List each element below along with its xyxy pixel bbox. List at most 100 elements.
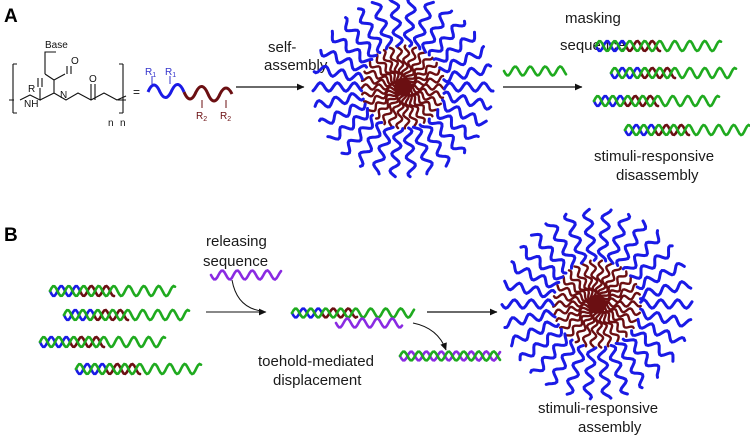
micelle-core-strand [362, 85, 400, 105]
micelle-corona-strand [596, 208, 613, 263]
micelle-corona-strand [503, 308, 557, 329]
micelle-corona-strand [544, 222, 577, 270]
duplex-hydrophobic-block [653, 123, 691, 137]
nh-label: NH [24, 99, 38, 110]
duplex-masking-strand [623, 123, 750, 137]
micelle-corona-strand [565, 344, 586, 396]
micelle-corona-strand [596, 345, 613, 400]
repeat-index-n2: n [120, 118, 126, 129]
strand-schematic [146, 76, 234, 108]
micelle-corona-strand [318, 102, 367, 125]
micelle-corona-strand [388, 0, 404, 48]
duplex-hydrophobic-block [622, 94, 660, 108]
micelle-corona-strand [621, 229, 661, 271]
micelle-core-strand [579, 262, 598, 303]
micelle-corona-strand [615, 219, 648, 267]
base-label: Base [45, 40, 68, 51]
micelle-core-strand [405, 74, 445, 90]
toehold-complex [290, 307, 416, 329]
micelle-core [394, 78, 412, 96]
micelle-corona-strand [519, 244, 565, 281]
micelle-corona-strand [510, 320, 560, 348]
duplex-hydrophobic-block [104, 362, 142, 376]
micelle-corona-strand [529, 332, 569, 374]
micelle-corona-strand [402, 0, 417, 48]
micelle-core-strand [594, 306, 605, 349]
micelle-corona-strand [427, 19, 467, 57]
micelle-corona-strand [518, 327, 564, 362]
r2-label-a: R2 [196, 111, 207, 123]
micelle-corona-strand [311, 81, 364, 93]
micelle-corona-strand [503, 279, 557, 299]
r2-bonds [201, 100, 227, 108]
micelle-core-strand [598, 266, 622, 304]
micelle-corona-strand [358, 121, 384, 168]
micelle-corona-strand [402, 126, 417, 179]
micelle-core-strand [598, 270, 628, 304]
oxygen-label-2: O [89, 74, 97, 85]
masked-duplexes [592, 39, 750, 137]
toehold-label-2: displacement [273, 372, 362, 389]
masking-strand-wave [502, 65, 568, 77]
micelle-corona-strand [326, 107, 370, 141]
micelle-corona-strand [330, 29, 374, 64]
duplex-hydrophobic-block [639, 66, 677, 80]
releasing-strand-wave [209, 269, 283, 282]
micelle-core-strand [367, 86, 400, 113]
micelle-core-strand [400, 90, 418, 129]
micelle-corona-strand [442, 81, 495, 93]
micelle-corona-strand [340, 113, 374, 156]
micelle-core-strand [375, 53, 404, 84]
micelle-corona-strand [614, 341, 645, 390]
micelle-corona-strand [582, 346, 598, 401]
micelle-core-strand [597, 262, 614, 303]
micelle-corona-strand [621, 337, 661, 379]
duplex-masking-strand [609, 66, 738, 80]
byproduct-releasing [398, 350, 502, 362]
self-assembly-label-1: self- [268, 39, 296, 56]
duplex-hydrophobic-block [92, 308, 130, 322]
disassembly-label-1: stimuli-responsive [594, 148, 714, 165]
micelle-corona-strand [529, 232, 568, 275]
micelle-core-strand [555, 302, 594, 322]
micelle-corona-strand [635, 261, 686, 291]
micelle-corona-strand [319, 48, 368, 72]
carbonyl [90, 84, 96, 100]
duplex-masking-strand [62, 308, 191, 322]
micelle-core-strand [368, 60, 403, 85]
micelle-core-strand [400, 89, 411, 130]
micelle-corona-strand [544, 338, 576, 386]
duplex-hydrophobic-block [624, 39, 662, 53]
micelle-corona-strand [442, 63, 493, 84]
byproduct-masking [398, 350, 502, 362]
micelle-corona-strand [313, 92, 365, 109]
micelle-corona-strand [357, 7, 383, 55]
hydrophilic-segment [146, 83, 186, 99]
micelle-corona-strand [436, 108, 480, 140]
r2-label-b: R2 [220, 111, 231, 123]
micelle-assembled [311, 0, 495, 179]
base-linker [44, 51, 56, 74]
stereo-wedge [37, 78, 43, 87]
micelle-corona-strand [432, 30, 477, 63]
micelle-corona-strand [639, 280, 693, 301]
byproduct-duplex [398, 350, 502, 362]
micelle-core-strand [388, 46, 404, 86]
n-label: N [60, 90, 67, 101]
disassembly-label-2: disassembly [616, 167, 699, 184]
right-bracket [119, 63, 124, 114]
micelle-core-strand [599, 301, 641, 317]
micelle-corona-strand [636, 317, 687, 344]
micelle-core-strand [598, 275, 633, 302]
micelle-corona-strand [606, 212, 632, 265]
left-bracket [12, 63, 17, 114]
releasing-strand [209, 269, 283, 282]
micelle-corona-strand [629, 244, 674, 280]
micelle-corona-strand [427, 117, 467, 155]
micelle-corona-strand [388, 127, 405, 179]
releasing-label-2: sequence [203, 253, 268, 270]
releasing-label-1: releasing [206, 233, 267, 250]
micelle-core-strand [404, 51, 427, 87]
